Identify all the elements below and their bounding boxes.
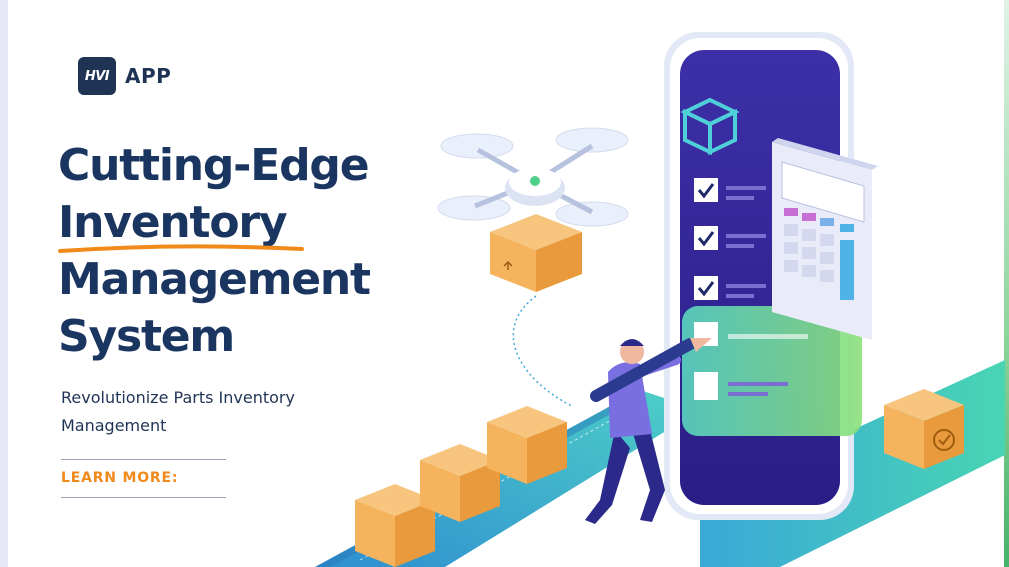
drone-package-box-icon (490, 214, 582, 292)
page-title: Cutting-Edge Inventory Management System (58, 137, 438, 365)
checked-box-icon (884, 389, 964, 469)
left-edge-strip (0, 0, 8, 567)
underline-swoosh-icon (58, 244, 304, 253)
headline-line-4: System (58, 311, 235, 362)
learn-more-button[interactable]: LEARN MORE: (61, 470, 179, 486)
drone-icon (437, 127, 629, 227)
right-edge-strip (1004, 0, 1009, 567)
logo-app-name: APP (125, 64, 172, 88)
calculator-icon (772, 138, 878, 340)
headline-line-3: Management (58, 254, 371, 305)
logo-badge-icon: HVI (78, 57, 116, 95)
headline-line-1: Cutting-Edge (58, 140, 370, 191)
headline-line-2: Inventory (58, 197, 288, 248)
brand-logo[interactable]: HVI APP (78, 57, 171, 95)
pencil-icon (590, 338, 712, 402)
checklist (694, 178, 766, 300)
conveyor-boxes (355, 389, 964, 567)
package-box-icon (680, 97, 740, 156)
subtitle: Revolutionize Parts Inventory Management (61, 388, 295, 435)
drone-path (512, 295, 573, 407)
highlight-row (682, 306, 862, 436)
person-icon (585, 339, 681, 524)
cta-divider-bottom (61, 497, 226, 498)
cta-divider-top (61, 459, 226, 460)
